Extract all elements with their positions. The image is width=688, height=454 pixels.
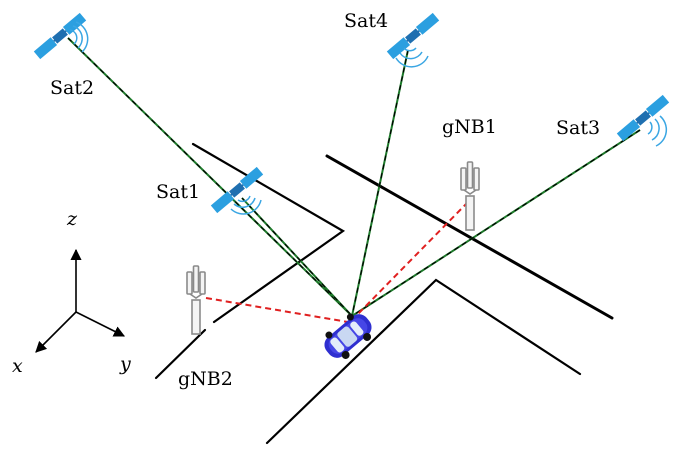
signal-waves-sat2-icon: [69, 21, 89, 53]
signal-waves-sat3-icon: [647, 115, 668, 147]
satellite-sat2: [32, 11, 88, 61]
node-labels: Sat2 Sat4 gNB1 Sat3 Sat1 gNB2: [50, 10, 600, 390]
road-right-upper: [325, 154, 614, 320]
road-network: [154, 142, 614, 445]
gnb-links: [205, 201, 469, 323]
signal-waves-sat1-icon: [230, 195, 262, 215]
coordinate-axes: z y x: [12, 208, 131, 377]
road-left-lower: [154, 328, 207, 380]
link-gnb2: [205, 297, 349, 323]
gnb2-tower-icon: [186, 265, 206, 335]
signal-waves-sat4-icon: [395, 47, 429, 68]
link-sat4: [351, 49, 409, 317]
y-axis: [75, 311, 126, 337]
gnb1-tower-icon: [460, 161, 480, 231]
satellite-sat4: [385, 11, 441, 61]
link-sat1: [241, 197, 353, 317]
y-axis-label: y: [119, 353, 131, 375]
gnb1-label: gNB1: [442, 116, 497, 138]
sat1-label: Sat1: [156, 181, 200, 203]
link-sat3: [351, 129, 641, 317]
road-left-upper: [191, 142, 346, 324]
x-axis-label: x: [12, 355, 23, 377]
satellite-links: [67, 37, 641, 317]
link-gnb1: [355, 201, 469, 317]
sat2-label: Sat2: [50, 77, 94, 99]
link-sat2: [67, 37, 353, 317]
road-right-lower: [265, 278, 582, 445]
gnb2-label: gNB2: [178, 368, 233, 390]
sat4-label: Sat4: [344, 10, 388, 32]
z-axis-label: z: [66, 208, 78, 230]
x-axis: [35, 311, 77, 353]
vehicle-car-icon: [324, 313, 372, 359]
sat3-label: Sat3: [556, 117, 600, 139]
